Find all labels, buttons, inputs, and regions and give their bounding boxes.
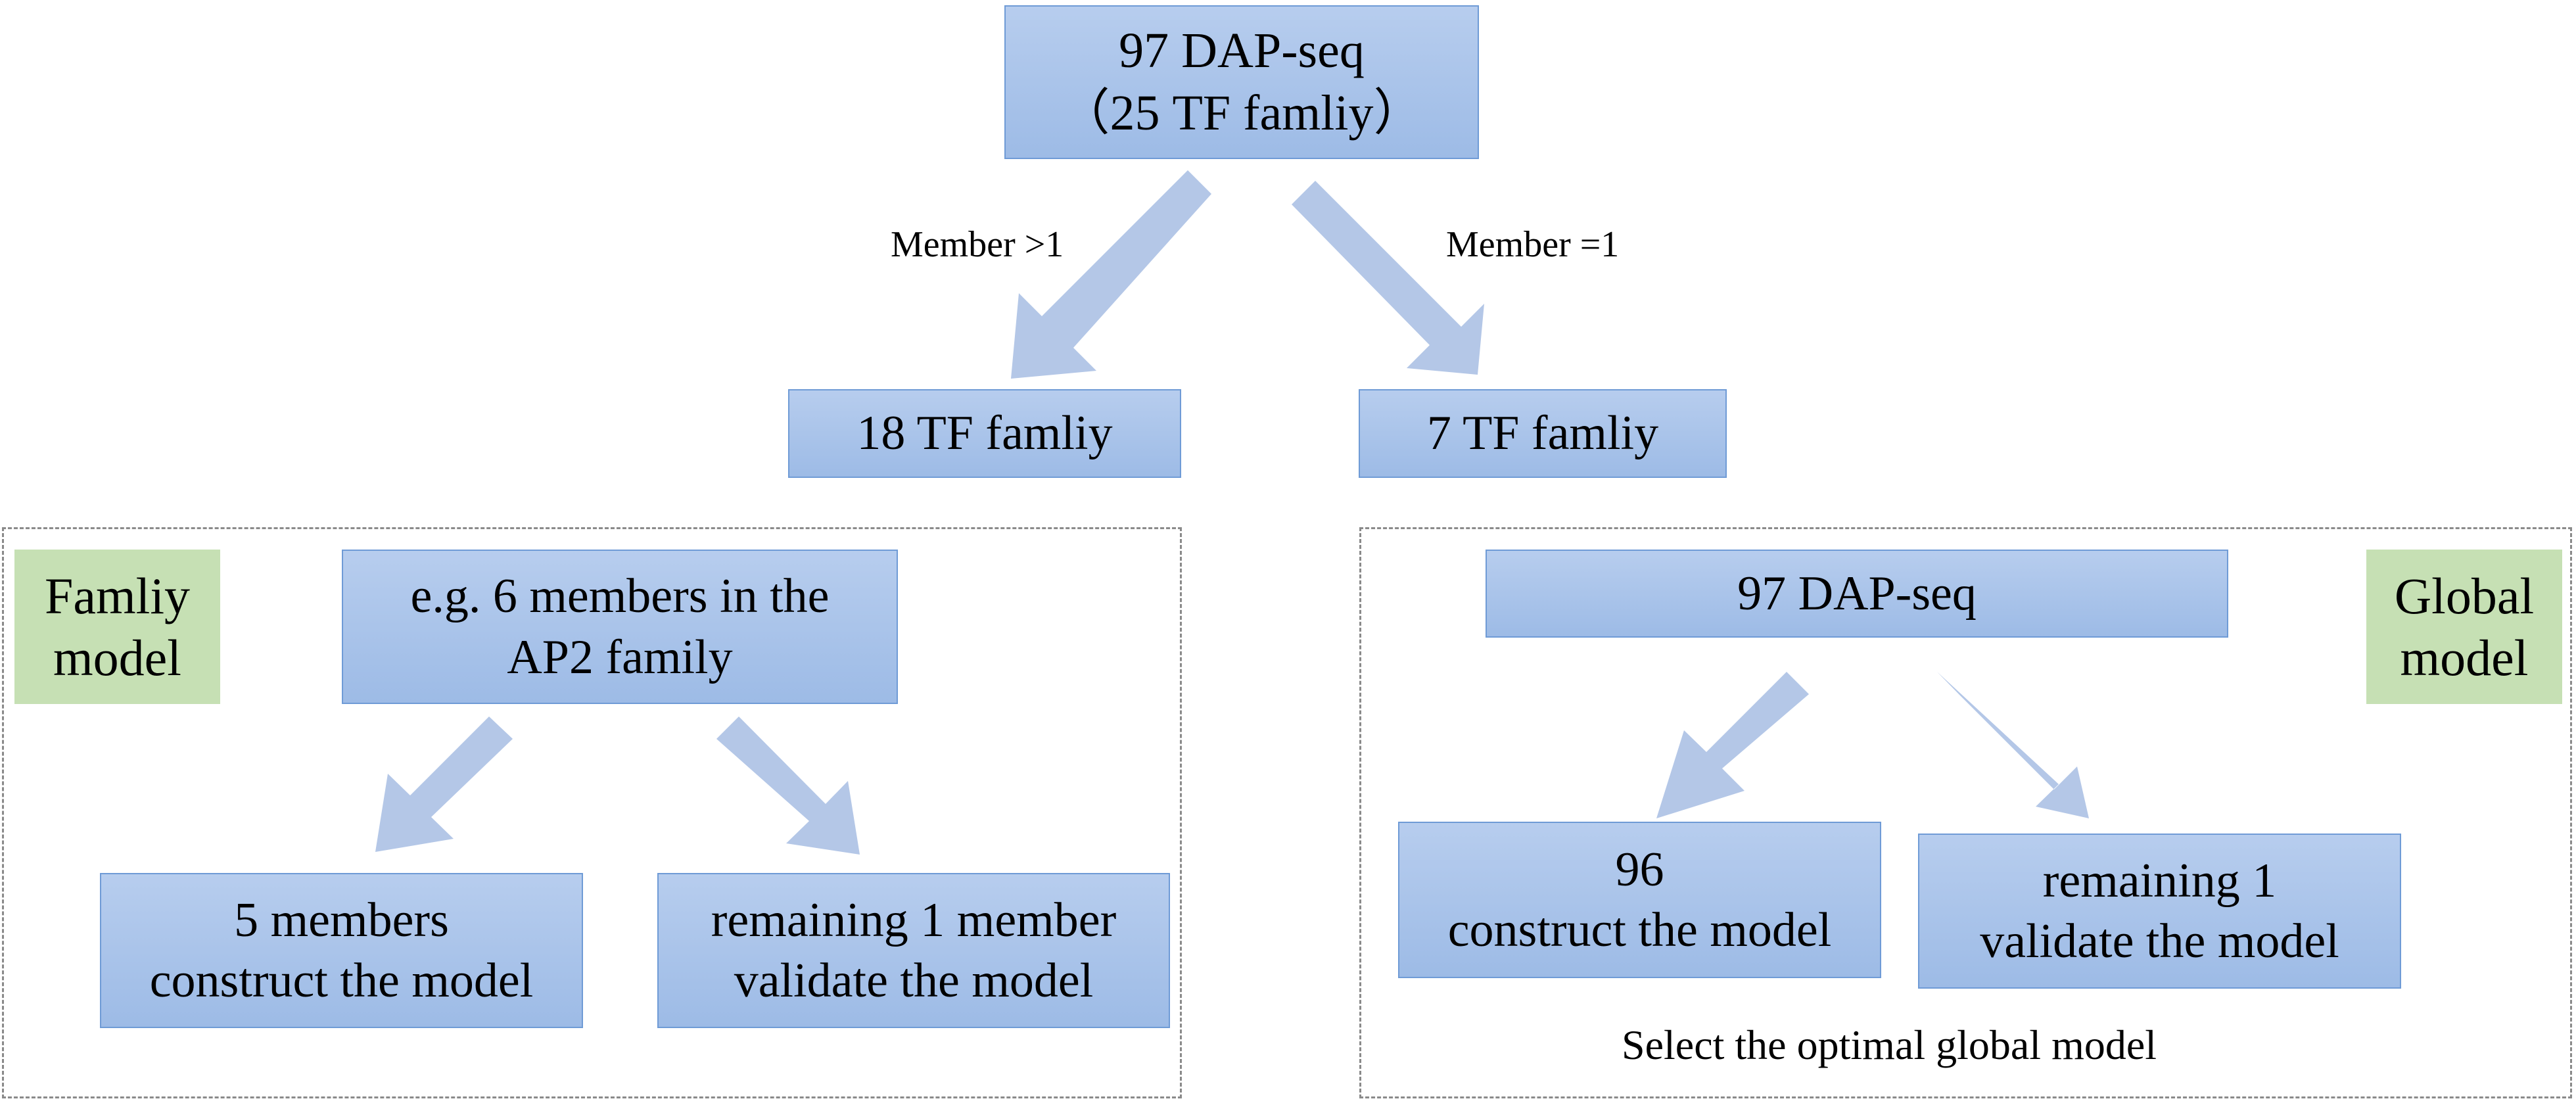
global-model-tag: Global model [2366, 550, 2562, 704]
global-validate-box: remaining 1 validate the model [1918, 834, 2401, 989]
arrow-member-gt1 [1011, 170, 1211, 379]
global-top-box-text: 97 DAP-seq [1737, 566, 1977, 621]
box-7-tf-family-text: 7 TF famliy [1426, 406, 1659, 461]
family-construct-box: 5 members construct the model [100, 873, 583, 1028]
root-box: 97 DAP-seq （25 TF famliy） [1004, 5, 1479, 159]
root-line2: （25 TF famliy） [1060, 85, 1424, 141]
member-gt1-label: Member >1 [891, 224, 1064, 265]
family-validate-line2: validate the model [734, 954, 1094, 1008]
family-model-tag-line2: model [53, 628, 181, 686]
global-model-tag-line2: model [2400, 628, 2529, 686]
family-example-line2: AP2 family [507, 630, 733, 684]
family-validate-line1: remaining 1 member [711, 893, 1117, 947]
global-construct-line2: construct the model [1447, 903, 1832, 957]
global-validate-line1: remaining 1 [2042, 853, 2277, 908]
family-model-group [2, 527, 1182, 1098]
global-caption: Select the optimal global model [1622, 1022, 2157, 1068]
family-construct-line2: construct the model [149, 954, 534, 1008]
arrow-global-validate [1937, 672, 2089, 818]
family-validate-box: remaining 1 member validate the model [657, 873, 1170, 1028]
family-model-tag-line1: Famliy [44, 567, 190, 624]
family-example-line1: e.g. 6 members in the [410, 569, 830, 623]
arrow-family-construct [375, 717, 513, 852]
member-eq1-label: Member =1 [1446, 224, 1620, 265]
family-example-box: e.g. 6 members in the AP2 family [342, 550, 898, 704]
box-18-tf-family-text: 18 TF famliy [856, 406, 1113, 461]
box-7-tf-family: 7 TF famliy [1359, 389, 1727, 478]
box-18-tf-family: 18 TF famliy [788, 389, 1181, 478]
global-construct-box: 96 construct the model [1398, 822, 1881, 978]
root-line1: 97 DAP-seq [1119, 23, 1365, 78]
arrow-global-construct [1656, 672, 1809, 818]
family-model-tag: Famliy model [14, 550, 220, 704]
global-top-box: 97 DAP-seq [1486, 550, 2228, 638]
global-model-group [1359, 527, 2572, 1098]
global-construct-line1: 96 [1615, 842, 1664, 897]
arrow-family-validate [716, 717, 860, 855]
family-construct-line1: 5 members [234, 893, 449, 947]
global-model-tag-line1: Global [2394, 567, 2535, 624]
global-validate-line2: validate the model [1980, 914, 2339, 968]
arrow-member-eq1 [1292, 181, 1484, 375]
